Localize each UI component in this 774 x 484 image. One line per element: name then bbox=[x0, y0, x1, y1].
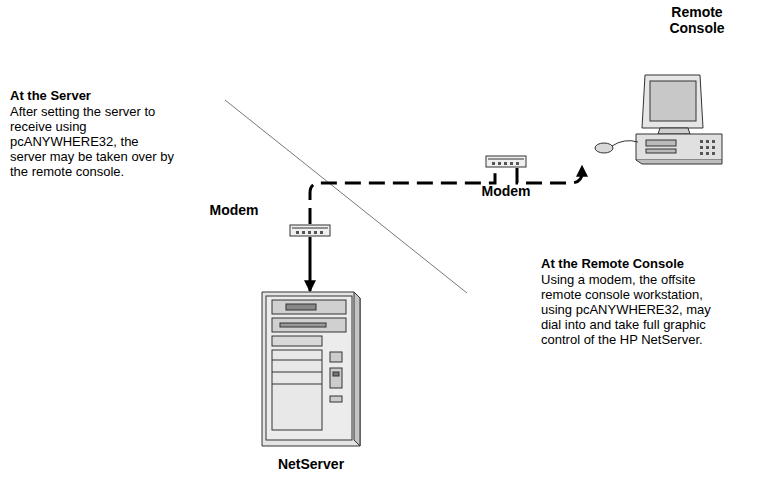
device-node: Modem bbox=[485, 155, 527, 168]
device-node: NetServer bbox=[261, 291, 361, 447]
note-heading: At the Remote Console bbox=[541, 256, 721, 271]
server-illustration bbox=[262, 292, 360, 446]
note-text: After setting the server to receive usin… bbox=[10, 104, 178, 179]
divider-line bbox=[225, 100, 467, 293]
dial-up-link bbox=[310, 168, 495, 224]
note-text: Using a modem, the offsite remote consol… bbox=[541, 272, 713, 347]
device-label: Modem bbox=[199, 202, 269, 218]
device-label: NetServer bbox=[251, 456, 371, 472]
modem-illustration bbox=[486, 156, 526, 167]
modem-illustration bbox=[290, 225, 330, 236]
computer-illustration bbox=[595, 75, 722, 164]
device-label: Remote Console bbox=[657, 4, 737, 36]
device-node: Remote Console bbox=[576, 72, 724, 166]
device-label: Modem bbox=[471, 183, 541, 199]
device-node: Modem bbox=[289, 224, 331, 237]
dial-up-link bbox=[517, 166, 582, 183]
note-heading: At the Server bbox=[10, 88, 180, 103]
connection-arrow bbox=[309, 237, 312, 291]
